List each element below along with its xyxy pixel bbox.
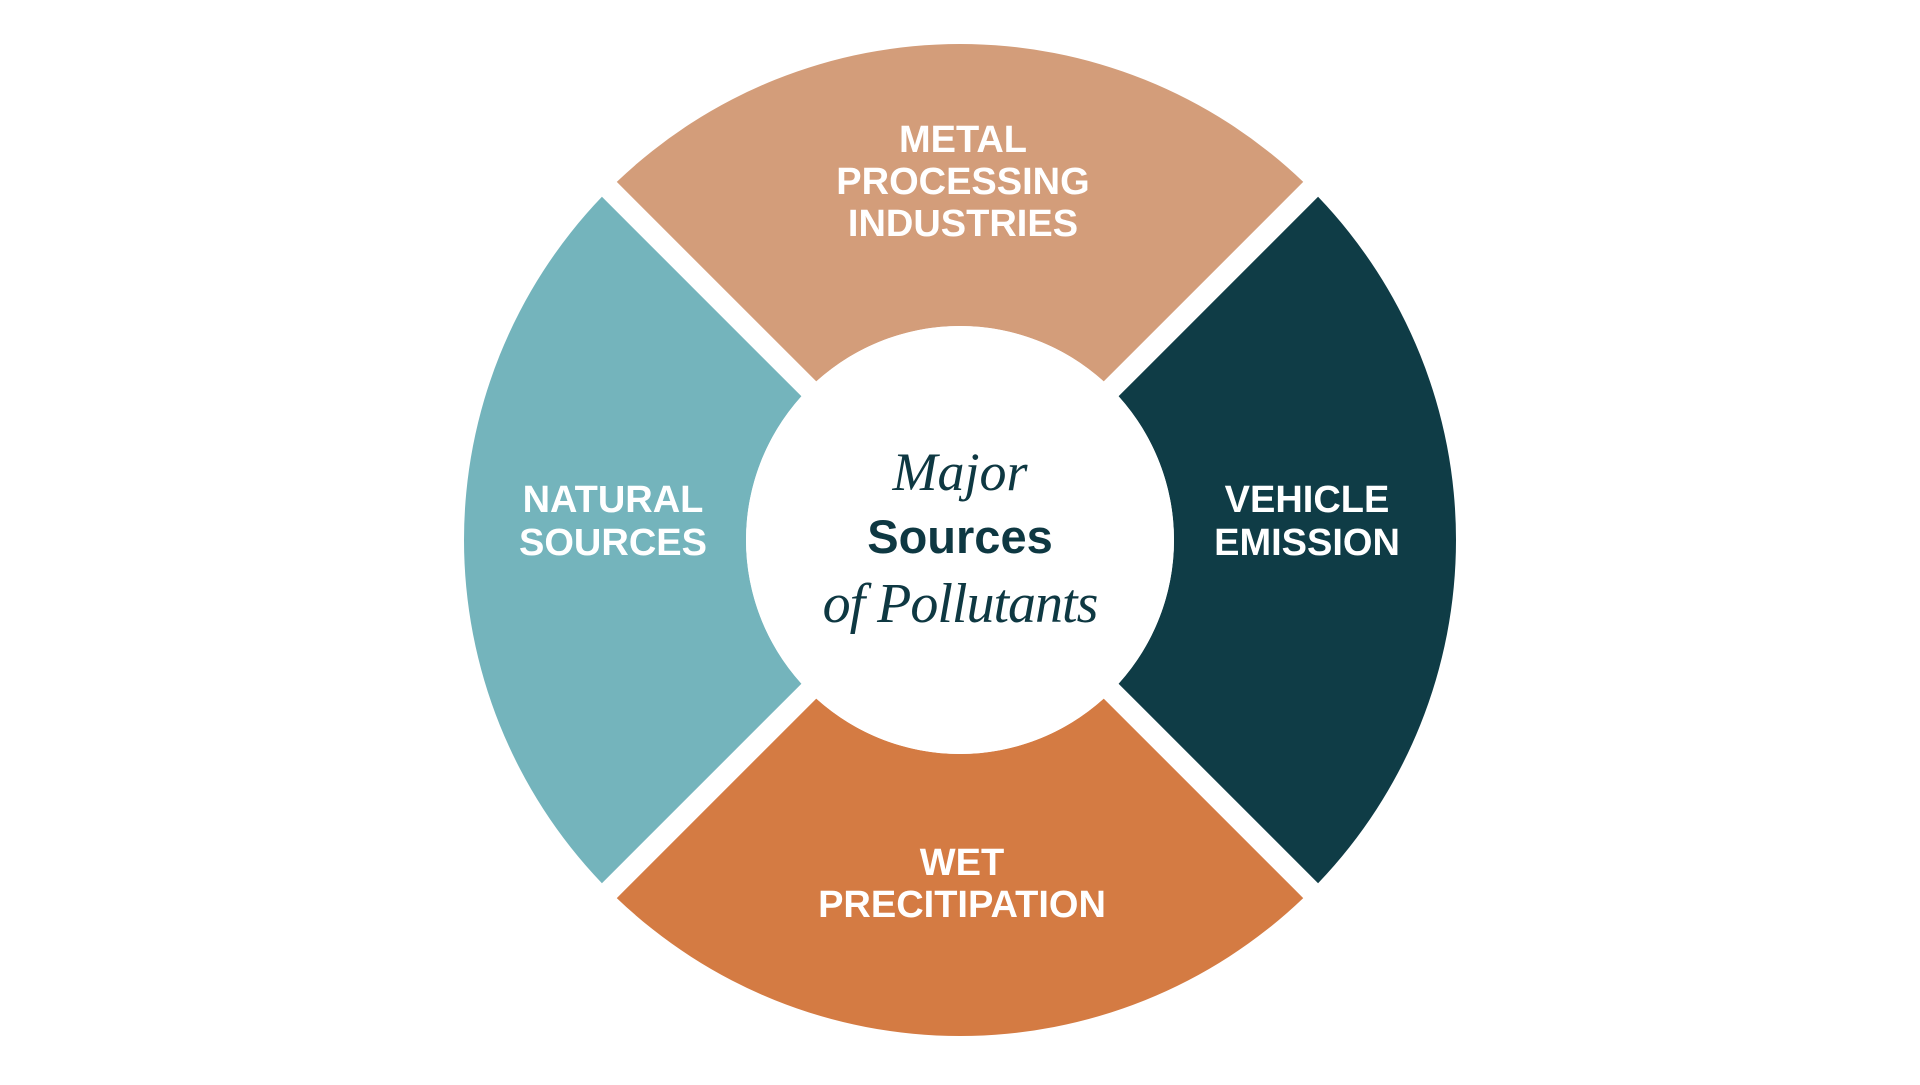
label-wet-precipitation: WET PRECITIPATION <box>818 842 1106 926</box>
label-wet-line1: WET <box>920 842 1004 884</box>
segment-metal-processing-industries <box>616 43 1304 382</box>
label-metal-line1: METAL <box>899 119 1027 161</box>
center-title-line3: of Pollutants <box>823 573 1098 635</box>
segment-vehicle-emission <box>1118 196 1456 884</box>
segment-natural-sources <box>464 196 802 884</box>
label-metal-processing-industries: METAL PROCESSING INDUSTRIES <box>836 119 1089 245</box>
center-title: Major Sources of Pollutants <box>823 442 1099 635</box>
segment-wet-precipitation <box>616 698 1304 1036</box>
segments-layer <box>464 43 1456 1036</box>
label-natural-sources: NATURAL SOURCES <box>519 479 707 564</box>
center-circle <box>746 326 1174 754</box>
label-natural-line1: NATURAL <box>523 479 704 521</box>
label-metal-line2: PROCESSING <box>836 161 1089 203</box>
label-natural-line2: SOURCES <box>519 522 707 564</box>
center-title-line2: Sources <box>867 510 1052 563</box>
label-vehicle-line1: VEHICLE <box>1225 479 1390 521</box>
label-vehicle-line2: EMISSION <box>1214 522 1400 564</box>
label-metal-line3: INDUSTRIES <box>848 203 1078 245</box>
label-wet-line2: PRECITIPATION <box>818 884 1106 926</box>
label-vehicle-emission: VEHICLE EMISSION <box>1214 479 1400 564</box>
segment-labels: METAL PROCESSING INDUSTRIES VEHICLE EMIS… <box>519 119 1400 926</box>
center-title-line1: Major <box>892 442 1029 502</box>
